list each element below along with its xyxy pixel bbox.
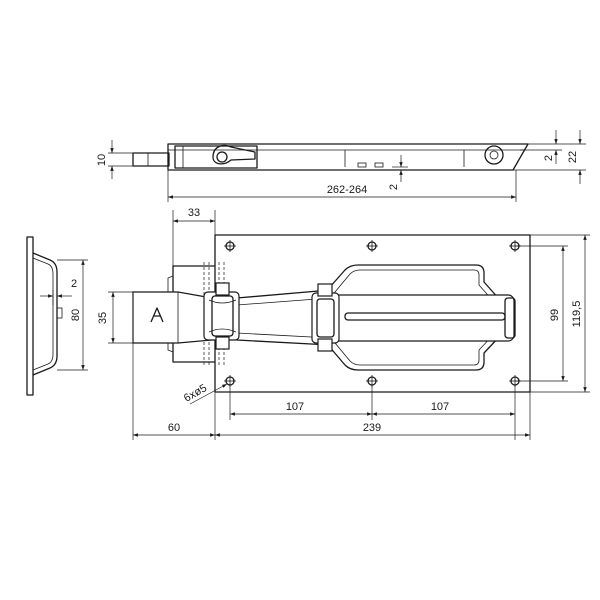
hole [224,375,236,387]
right-clamp [311,283,340,352]
top-view-bolt-rod [132,152,170,167]
dim-thickness-right: 2 [543,155,555,161]
handle-bar [321,294,515,342]
top-view: 10 2 22 2 262-264 [96,130,586,202]
dim-spacing-left: 107 [286,401,304,413]
hole [366,240,378,252]
dim-offset-top: 33 [188,207,200,219]
front-view: 33 35 99 119,5 6xø5 107 107 60 2 [97,207,590,440]
dim-plate-length: 239 [363,422,381,434]
dim-side-height: 80 [70,309,82,321]
top-view-lever [212,144,256,165]
top-view-plate [167,143,529,171]
dim-thickness-left: 10 [96,154,108,166]
hole [224,240,236,252]
hole [366,375,378,387]
dim-height-right: 22 [567,151,579,163]
bolt-head [132,291,213,344]
dim-spacing-right: 107 [431,401,449,413]
dim-inner-height: 99 [549,309,561,321]
dim-side-flange: 2 [71,278,77,290]
dim-gap: 2 [388,184,400,190]
left-clamp [203,282,240,350]
dim-bolt-height: 35 [97,312,109,324]
top-view-hole [484,145,504,165]
side-view-flange [26,236,34,396]
dim-plate-height: 119,5 [571,301,583,328]
dim-overhang: 60 [168,422,180,434]
top-view-housing [174,145,258,169]
side-view: 2 80 [26,236,88,396]
dim-length: 262-264 [327,184,367,196]
